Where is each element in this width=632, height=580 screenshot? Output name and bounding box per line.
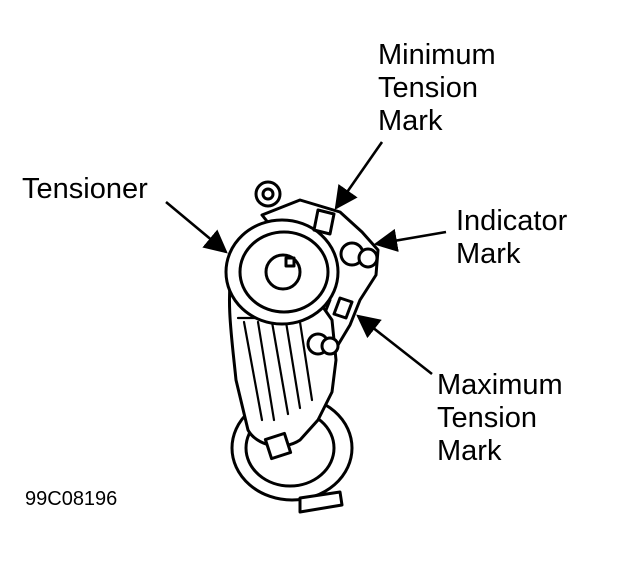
indicator-mark-label: Indicator Mark (456, 205, 567, 271)
maximum-tension-tab (332, 296, 354, 320)
arm-rib (242, 320, 264, 422)
maximum-tension-mark-label: Maximum Tension Mark (437, 369, 563, 468)
maximum-tension-arrow (356, 314, 433, 376)
label-line: Mark (378, 105, 443, 137)
arm-rib (284, 320, 302, 410)
arm-rib (270, 320, 290, 416)
square-drive-hole (263, 431, 293, 461)
tensioner-arrow (165, 201, 228, 254)
label-line: Tension (437, 402, 537, 434)
minimum-tension-arrow (334, 141, 384, 210)
indicator-mark-arrow (373, 228, 447, 252)
label-line: Minimum (378, 39, 496, 71)
pivot-bolt-washer (320, 336, 340, 356)
label-line: Indicator (456, 205, 568, 237)
hub-keyway (284, 256, 296, 268)
label-line: Maximum (437, 369, 563, 401)
top-bolt-center (261, 187, 275, 201)
label-line: Mark (437, 435, 502, 467)
minimum-tension-mark-label: Minimum Tension Mark (378, 39, 496, 138)
main-pulley-inner (238, 230, 330, 314)
figure-code: 99C08196 (25, 488, 118, 510)
arm-rib (256, 320, 276, 422)
label-line: Tension (378, 72, 478, 104)
minimum-tension-tab (312, 208, 336, 236)
tensioner-label: Tensioner (22, 173, 148, 205)
indicator-bolt-washer (357, 247, 379, 269)
idler-pulley-base (298, 490, 344, 514)
label-line: Mark (456, 238, 521, 270)
arm-rib (298, 320, 314, 402)
